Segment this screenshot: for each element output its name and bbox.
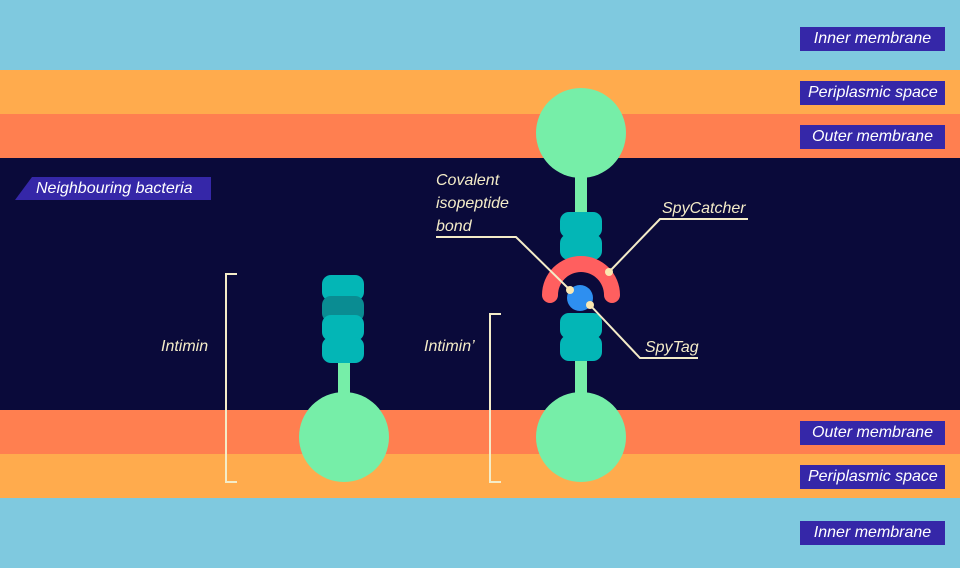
intimin-domain-3 (322, 315, 364, 341)
intimin-domain-1 (322, 275, 364, 301)
intimin-prime-domain-1 (560, 313, 602, 339)
top-periplasmic-space-label: Periplasmic space (800, 81, 945, 105)
top-protein-stalk (575, 170, 587, 216)
covalent-bond-dot (566, 286, 574, 294)
intimin-domain-4 (322, 337, 364, 363)
neighbouring-bacteria-tag-shape (15, 177, 211, 200)
top-protein-head (536, 88, 626, 178)
neighbouring-bacteria-label: Neighbouring bacteria (36, 180, 193, 197)
intimin-stalk (338, 358, 350, 402)
spycatcher-dot (605, 268, 613, 276)
intimin-prime-bracket (489, 313, 501, 483)
bottom-periplasmic-space-label: Periplasmic space (800, 465, 945, 489)
covalent-bond-leader (436, 236, 571, 291)
covalent-bond-label-line-2: isopeptide (436, 195, 509, 212)
spytag-leader (589, 304, 698, 359)
bottom-inner-membrane-label: Inner membrane (800, 521, 945, 545)
spytag-label: SpyTag (645, 339, 699, 356)
top-protein-domain-2 (560, 234, 602, 260)
spytag-dot (586, 301, 594, 309)
intimin-prime-label: Intimin’ (424, 338, 475, 355)
bottom-outer-membrane-label: Outer membrane (800, 421, 945, 445)
spycatcher-label: SpyCatcher (662, 200, 746, 217)
intimin-label: Intimin (161, 338, 209, 355)
covalent-bond-label-line-1: Covalent (436, 172, 500, 189)
intimin-head (299, 392, 389, 482)
top-inner-membrane-label: Inner membrane (800, 27, 945, 51)
intimin-prime-domain-2 (560, 335, 602, 361)
covalent-bond-label-line-3: bond (436, 218, 472, 235)
spycatcher-leader (608, 218, 748, 273)
intimin-prime-head (536, 392, 626, 482)
top-outer-membrane-label: Outer membrane (800, 125, 945, 149)
top-protein-domain-1 (560, 212, 602, 238)
spycatcher-shape (542, 256, 620, 303)
intimin-bracket (225, 273, 237, 483)
